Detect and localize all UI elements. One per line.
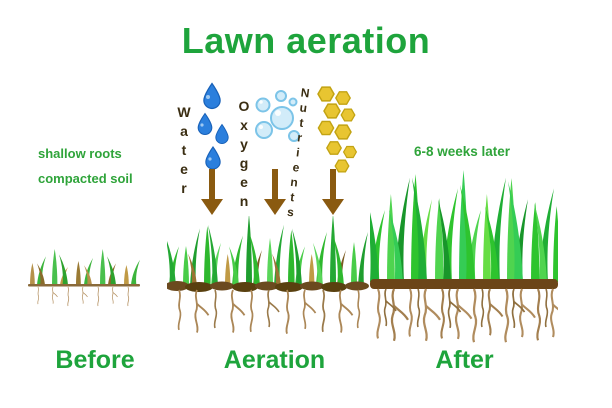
water-down-arrow-icon — [201, 169, 223, 215]
before-label: Before — [55, 346, 135, 374]
oxygen-label: Oxygen — [236, 98, 252, 212]
after-caption: 6-8 weeks later — [414, 144, 511, 159]
after-deep-roots — [376, 287, 558, 344]
page-title: Lawn aeration — [181, 20, 431, 61]
aeration-soil-clumps — [167, 281, 369, 292]
nutrient-hexagons-icon — [317, 86, 357, 173]
after-soil-band — [370, 279, 558, 289]
before-caption-line2: compacted soil — [38, 171, 133, 186]
oxygen-bubbles-icon — [255, 90, 300, 142]
before-soil-line — [28, 284, 140, 287]
before-grass-illustration — [28, 249, 140, 307]
water-droplets-icon — [197, 82, 229, 170]
before-caption-line1: shallow roots — [38, 146, 122, 161]
aeration-label: Aeration — [223, 346, 326, 374]
oxygen-down-arrow-icon — [264, 169, 286, 215]
after-label: After — [435, 346, 494, 374]
before-shallow-roots — [37, 286, 130, 307]
before-caption: shallow roots compacted soil — [38, 141, 133, 191]
after-grass-illustration — [370, 170, 558, 344]
water-label: Water — [176, 104, 192, 199]
aeration-roots — [177, 289, 361, 335]
aeration-grass-illustration — [167, 216, 369, 335]
nutrients-down-arrow-icon — [322, 169, 344, 215]
